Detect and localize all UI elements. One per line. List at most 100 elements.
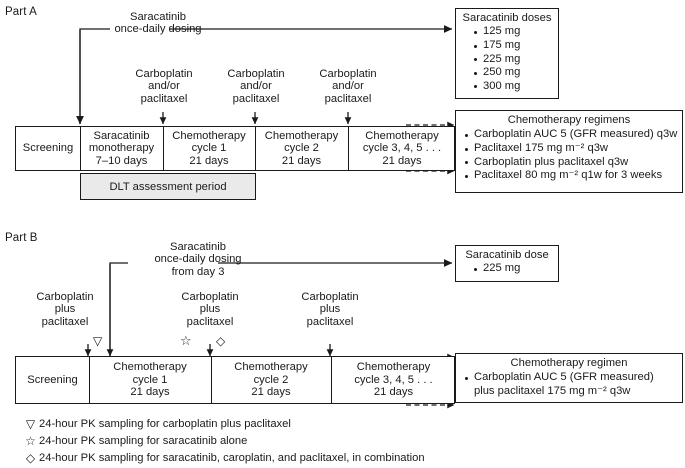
part-b-label: Part B <box>5 232 38 244</box>
stage-line1: Chemotherapy <box>172 129 246 142</box>
chemo-label-line2: and/or <box>332 80 364 93</box>
chemo-label-line2: and/or <box>148 80 180 93</box>
stage-line2: cycle 3, 4, 5 . . . <box>354 373 433 386</box>
dose-box-title: Saracatinib dose <box>465 249 549 261</box>
chemo-label-line1: Carboplatin <box>36 291 94 303</box>
stage-line3: 21 days <box>382 154 422 167</box>
stage-line1: Saracatinib <box>93 129 150 142</box>
regimen-item-line2: plus paclitaxel 175 mg m⁻² q3w <box>474 385 631 397</box>
triangle-icon: ▽ <box>25 416 36 431</box>
part-a-chemo-label-2: Carboplatin and/or paclitaxel <box>210 68 302 105</box>
dose-item: 225 mg <box>470 53 558 67</box>
part-a-stage-saracatinib-monotherapy[interactable]: Saracatinib monotherapy 7–10 days <box>80 127 163 170</box>
part-a-sara-line1: Saracatinib <box>130 11 186 23</box>
chemo-label-line2: and/or <box>240 80 272 93</box>
star-icon: ☆ <box>25 433 36 448</box>
stage-line1: Chemotherapy <box>365 129 439 142</box>
pk-marker-triangle-cycle1: ▽ <box>93 334 103 348</box>
part-b-stage-cycle-2[interactable]: Chemotherapy cycle 2 21 days <box>211 357 331 403</box>
stage-line3: 21 days <box>373 386 414 399</box>
regimen-list: Carboplatin AUC 5 (GFR measured) q3w Pac… <box>456 128 682 182</box>
part-a-saracatinib-doses-box: Saracatinib doses 125 mg 175 mg 225 mg 2… <box>455 8 559 99</box>
stage-line3: 21 days <box>189 154 229 167</box>
part-b-saracatinib-dose-box: Saracatinib dose 225 mg <box>455 245 559 282</box>
chemo-label-line1: Carboplatin <box>181 291 239 303</box>
chemo-label-line3: paclitaxel <box>306 315 354 328</box>
stage-line1: Chemotherapy <box>264 129 339 142</box>
part-a-arrows <box>76 25 455 175</box>
chemo-label-line3: paclitaxel <box>186 315 234 328</box>
stage-line1: Chemotherapy <box>113 361 187 374</box>
stage-line1: Screening <box>22 142 74 155</box>
part-a-chemo-label-1: Carboplatin and/or paclitaxel <box>118 68 210 105</box>
part-a-dlt-assessment-period: DLT assessment period <box>80 173 256 200</box>
regimen-box-title: Chemotherapy regimens <box>507 114 631 126</box>
dose-list: 125 mg 175 mg 225 mg 250 mg 300 mg <box>456 25 558 93</box>
part-b-stage-screening[interactable]: Screening <box>16 357 89 403</box>
dose-item: 175 mg <box>470 39 558 53</box>
chemo-label-line1: Carboplatin <box>319 68 377 80</box>
stage-line3: 21 days <box>130 386 170 399</box>
stage-line2: cycle 3, 4, 5 . . . <box>362 142 442 155</box>
chemo-label-line2: plus <box>54 303 76 316</box>
part-a-saracatinib-arrow-label: Saracatinib once-daily dosing <box>88 11 228 36</box>
part-a-stage-screening[interactable]: Screening <box>16 127 80 170</box>
stage-line3: 21 days <box>251 386 291 399</box>
divider <box>348 127 350 170</box>
legend: ▽ 24-hour PK sampling for carboplatin pl… <box>22 415 672 466</box>
part-b-chemo-label-1: Carboplatin plus paclitaxel <box>19 291 111 328</box>
stage-line3: 7–10 days <box>95 154 148 167</box>
part-b-timeline: Screening Chemotherapy cycle 1 21 days C… <box>15 356 455 404</box>
legend-row-star: ☆ 24-hour PK sampling for saracatinib al… <box>22 432 672 449</box>
chemo-label-line1: Carboplatin <box>135 68 193 80</box>
regimen-item: Carboplatin plus paclitaxel q3w <box>461 156 682 170</box>
dose-item: 300 mg <box>470 80 558 94</box>
dose-item: 250 mg <box>470 66 558 80</box>
legend-row-diamond: ◇ 24-hour PK sampling for saracatinib, c… <box>22 449 672 466</box>
stage-line2: cycle 1 <box>191 142 227 155</box>
divider <box>89 357 91 403</box>
diamond-icon: ◇ <box>25 450 36 465</box>
regimen-item-line1: Carboplatin AUC 5 (GFR measured) <box>474 371 654 384</box>
stage-line2: cycle 2 <box>284 142 319 155</box>
part-a-stage-cycle-3plus[interactable]: Chemotherapy cycle 3, 4, 5 . . . 21 days <box>348 127 456 170</box>
part-b-stage-cycle-3plus[interactable]: Chemotherapy cycle 3, 4, 5 . . . 21 days <box>331 357 456 403</box>
part-a-chemotherapy-regimens-box: Chemotherapy regimens Carboplatin AUC 5 … <box>455 110 683 193</box>
regimen-box-title: Chemotherapy regimen <box>510 357 628 369</box>
divider <box>211 357 213 403</box>
chemo-label-line3: paclitaxel <box>140 92 188 105</box>
part-a-timeline: Screening Saracatinib monotherapy 7–10 d… <box>15 126 455 171</box>
pk-marker-star-cycle2: ☆ <box>180 333 192 348</box>
divider <box>331 357 333 403</box>
part-a-stage-cycle-1[interactable]: Chemotherapy cycle 1 21 days <box>163 127 255 170</box>
dlt-label: DLT assessment period <box>109 180 227 193</box>
part-b-stage-cycle-1[interactable]: Chemotherapy cycle 1 21 days <box>89 357 211 403</box>
chemo-label-line3: paclitaxel <box>324 92 372 105</box>
dose-box-title: Saracatinib doses <box>462 12 552 24</box>
part-b-sara-line1: Saracatinib <box>170 241 226 253</box>
part-a-stage-cycle-2[interactable]: Chemotherapy cycle 2 21 days <box>255 127 348 170</box>
part-b-saracatinib-arrow-label: Saracatinib once-daily dosing from day 3 <box>128 241 268 278</box>
dose-list: 225 mg <box>456 262 558 276</box>
regimen-item: Paclitaxel 80 mg m⁻² q1w for 3 weeks <box>461 169 682 183</box>
legend-text: 24-hour PK sampling for saracatinib, car… <box>39 451 425 464</box>
legend-text: 24-hour PK sampling for carboplatin plus… <box>39 417 291 430</box>
pk-marker-diamond-cycle2: ◇ <box>216 334 226 348</box>
stage-line2: cycle 2 <box>253 373 289 386</box>
divider <box>163 127 165 170</box>
legend-row-triangle: ▽ 24-hour PK sampling for carboplatin pl… <box>22 415 672 432</box>
chemo-label-line2: plus <box>199 303 221 316</box>
stage-line2: cycle 1 <box>132 373 168 386</box>
dose-item: 225 mg <box>470 262 558 276</box>
part-b-sara-line3: from day 3 <box>171 265 225 278</box>
part-b-chemo-label-2: Carboplatin plus paclitaxel <box>164 291 256 328</box>
part-b-arrows <box>84 259 455 409</box>
stage-line3: 21 days <box>281 154 322 167</box>
legend-text: 24-hour PK sampling for saracatinib alon… <box>39 434 248 447</box>
chemo-label-line3: paclitaxel <box>232 92 280 105</box>
part-a-chemo-label-3: Carboplatin and/or paclitaxel <box>302 68 394 105</box>
regimen-item: Carboplatin AUC 5 (GFR measured) plus pa… <box>461 371 682 398</box>
stage-line2: monotherapy <box>88 142 155 155</box>
part-b-chemotherapy-regimen-box: Chemotherapy regimen Carboplatin AUC 5 (… <box>455 353 683 403</box>
